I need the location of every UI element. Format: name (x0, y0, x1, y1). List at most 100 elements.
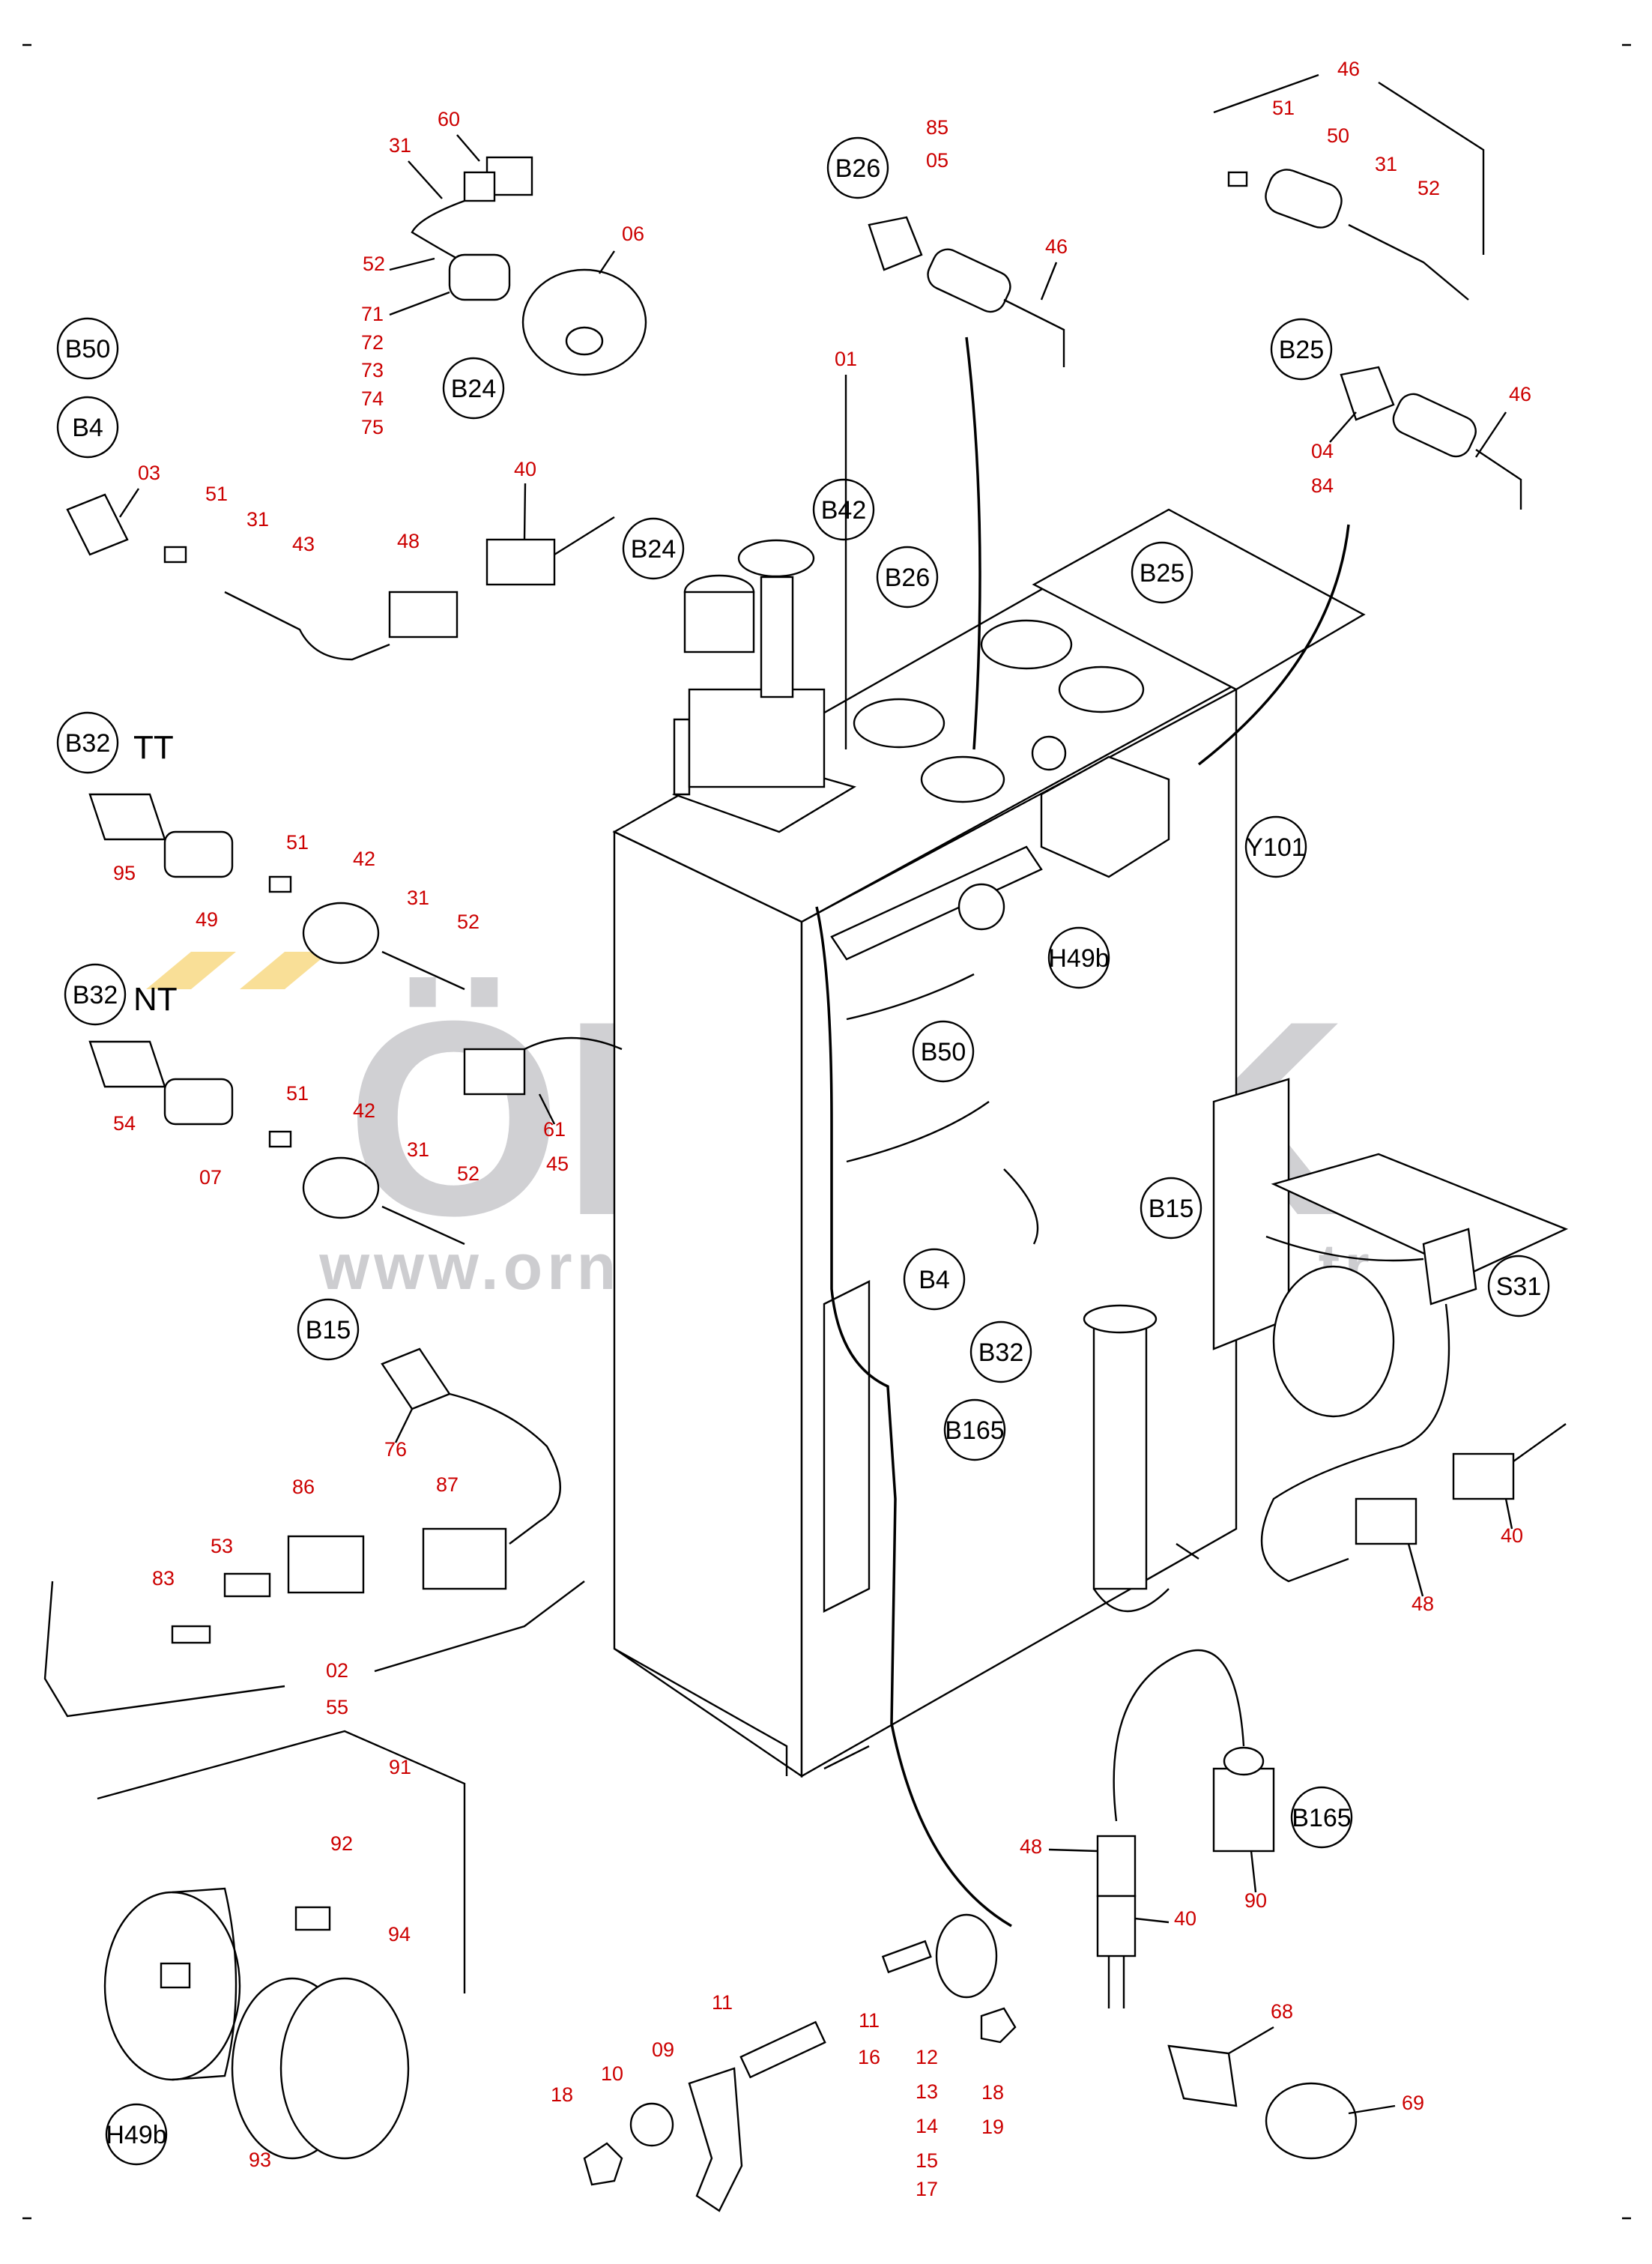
callout-b15-left[interactable] (297, 1298, 360, 1361)
sensor-49 (163, 830, 234, 878)
part-number: 07 (199, 1166, 222, 1189)
part-number: 85 (926, 116, 948, 139)
callout-b26-main[interactable] (876, 546, 939, 609)
part-number: 52 (457, 1162, 479, 1185)
part-number: 18 (981, 2081, 1004, 2104)
part-number: 94 (388, 1923, 411, 1945)
callout-bubbles: B50 B4 B24 B26 B25 B42 B24 B26 B25 Y101 … (56, 136, 1550, 2166)
connector-48-b165 (1096, 1835, 1137, 1898)
leader-48-c (1048, 1848, 1098, 1853)
part-number: 87 (436, 1473, 459, 1496)
filter-disc-1 (853, 698, 945, 749)
callout-b32-tt-label: B32 (65, 729, 111, 758)
part-number: 04 (1311, 440, 1334, 462)
part-number: 11 (859, 2009, 880, 2032)
callout-b32-nt-label: B32 (73, 981, 118, 1009)
part-number: 75 (361, 416, 384, 438)
watermark-accent-right (240, 952, 330, 989)
sensor-b26-head (868, 216, 923, 271)
b24-detail-group (411, 156, 647, 376)
callout-b165-right[interactable] (1290, 1786, 1353, 1849)
b165-detail-group (1096, 1649, 1275, 2008)
part-number: 02 (326, 1659, 348, 1682)
watermark-accent-left (146, 952, 236, 989)
callout-b32-main[interactable] (969, 1320, 1032, 1383)
horn-terminal (160, 1962, 191, 1989)
part-number: 51 (286, 1082, 309, 1105)
b15-detail-group (43, 1347, 585, 1718)
pipe-bend (1093, 1588, 1170, 1613)
callout-b24-top[interactable] (442, 357, 505, 420)
part-number: 45 (546, 1153, 569, 1175)
switch-s31 (1422, 1228, 1477, 1305)
callout-b50-main-label: B50 (921, 1038, 966, 1066)
part-number: 31 (1375, 153, 1397, 175)
connector-60-back (463, 171, 496, 202)
leader-60 (456, 134, 480, 162)
sensor-b25-connector (1392, 393, 1477, 458)
nut-18-right (980, 2007, 1017, 2044)
b26-detail-group (868, 216, 1065, 367)
callout-b32-tt[interactable] (56, 711, 119, 774)
part-number: 48 (397, 530, 420, 552)
b24-body-left (683, 591, 755, 653)
filter-disc-4 (920, 755, 1005, 803)
bracket-02-right (374, 1581, 585, 1673)
part-number: 50 (1327, 124, 1349, 147)
callout-b25-main[interactable] (1131, 541, 1193, 604)
fan-housing (1272, 1265, 1395, 1418)
filter-disc-2 (980, 619, 1073, 670)
callout-b26-top[interactable] (826, 136, 889, 199)
part-number: 13 (916, 2080, 938, 2103)
part-number: 93 (249, 2149, 271, 2171)
s31-cable-loop (1260, 1303, 1450, 1583)
boot-42-nt (302, 1156, 380, 1219)
sleeve-68 (1167, 2044, 1238, 2107)
part-number: 46 (1337, 58, 1360, 80)
callout-s31[interactable] (1487, 1255, 1550, 1317)
part-number: 16 (858, 2046, 880, 2068)
pressure-switch-06-port (565, 326, 604, 356)
part-number: 60 (438, 108, 460, 130)
callout-b25-top[interactable] (1270, 318, 1333, 381)
callout-h49b-bottom[interactable] (105, 2103, 168, 2166)
sensor-b165 (1212, 1767, 1275, 1853)
part-number: 31 (407, 887, 429, 909)
leader-76 (394, 1408, 414, 1443)
wire-31-52-tt (381, 950, 465, 991)
b32-tt-group (88, 793, 465, 991)
terminal-51-b4 (163, 546, 187, 564)
crop-mark-lines (22, 43, 1631, 2220)
callout-b42[interactable] (812, 478, 875, 541)
nut-18 (583, 2142, 623, 2186)
callout-h49b-main[interactable] (1047, 926, 1110, 989)
callout-b4-left[interactable] (56, 396, 119, 459)
callout-b24-main[interactable] (622, 517, 685, 580)
callout-b26-main-label: B26 (885, 564, 931, 592)
connector-86 (287, 1535, 365, 1594)
part-number: 40 (1174, 1907, 1196, 1930)
part-number: 52 (363, 253, 385, 275)
b165-leads (1107, 1956, 1125, 2008)
part-number: 49 (196, 908, 218, 931)
callout-y101[interactable] (1244, 815, 1307, 878)
part-number: 12 (916, 2046, 938, 2068)
part-number: 53 (211, 1535, 233, 1557)
part-number: 31 (389, 134, 411, 157)
fitting-95 (88, 793, 166, 841)
callout-b50-left[interactable] (56, 317, 119, 380)
cover-94 (279, 1977, 410, 2160)
callout-b15-main[interactable] (1140, 1177, 1202, 1240)
callout-b32-nt[interactable] (64, 963, 127, 1026)
side-pillar (1212, 1078, 1290, 1350)
connector-61 (463, 1048, 526, 1096)
callout-b4-main[interactable] (903, 1248, 966, 1311)
b24-stem (760, 576, 794, 698)
callout-b32-main-label: B32 (978, 1338, 1024, 1367)
callout-b165-main[interactable] (943, 1398, 1006, 1461)
part-number: 42 (353, 1099, 375, 1122)
callout-b50-main[interactable] (912, 1020, 975, 1083)
leader-06 (599, 250, 615, 274)
part-number: 61 (543, 1118, 566, 1141)
